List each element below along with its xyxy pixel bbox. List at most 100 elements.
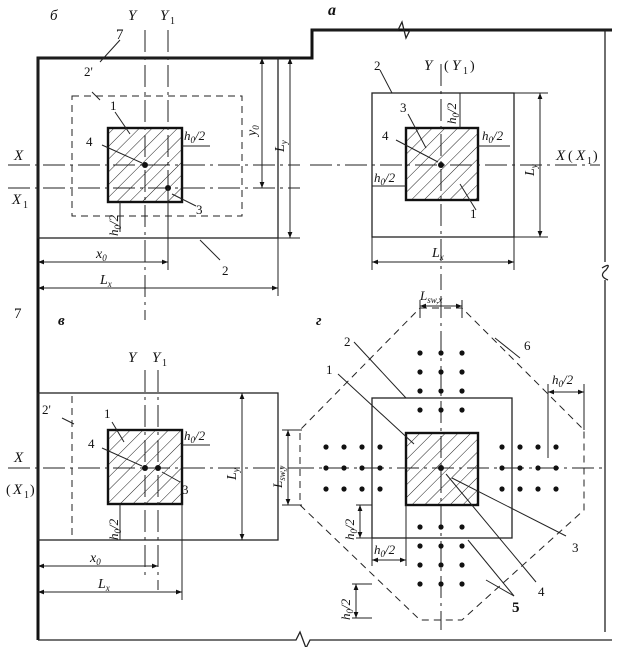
panel-v-x0-label: x0 bbox=[89, 551, 101, 567]
shear-stud bbox=[323, 444, 329, 450]
panel-v-ly-label: Ly bbox=[225, 468, 241, 481]
shear-stud bbox=[499, 444, 505, 450]
shear-stud bbox=[341, 444, 347, 450]
shear-stud bbox=[377, 465, 383, 471]
panel-g-h0-2-bottom: h0/2 bbox=[374, 542, 396, 559]
panel-g: г 2 1 6 3 4 5 Lsw,x Lsw,y h0/2 h0/2 h0/2… bbox=[270, 288, 604, 630]
callout-3-v: 3 bbox=[182, 482, 189, 497]
panel-a-h0-2-right: h0/2 bbox=[482, 128, 504, 145]
shear-stud bbox=[438, 369, 444, 375]
panel-b-lx-label: Lx bbox=[99, 273, 112, 289]
panel-v-axis-x-label: X bbox=[13, 450, 24, 466]
callout-3-a: 3 bbox=[400, 100, 407, 115]
panel-g-studs bbox=[323, 350, 559, 587]
panel-b-y0-label: y0 bbox=[245, 125, 261, 138]
callout-1-v: 1 bbox=[104, 406, 111, 421]
panel-b: б 7 2' 1 4 3 2 X X 1 Y Y 1 h0/2 h0/2 y0 … bbox=[8, 8, 300, 320]
callout-4-g: 4 bbox=[538, 584, 545, 599]
panel-v-h0-2-b: h0/2 bbox=[106, 518, 123, 540]
shear-stud bbox=[417, 388, 423, 394]
panel-b-h0-2-a: h0/2 bbox=[184, 128, 206, 145]
panel-b-point-4 bbox=[142, 162, 148, 168]
svg-text:1: 1 bbox=[587, 156, 592, 167]
svg-text:): ) bbox=[30, 483, 35, 498]
frame-top-break bbox=[312, 20, 612, 40]
svg-text:h0/2: h0/2 bbox=[106, 214, 123, 236]
svg-text:1: 1 bbox=[23, 200, 28, 211]
callout-4-b: 4 bbox=[86, 134, 93, 149]
shear-stud bbox=[323, 486, 329, 492]
panel-g-label: г bbox=[316, 313, 322, 329]
shear-stud bbox=[499, 465, 505, 471]
panel-a: а Y ( Y 1 ) 2 3 4 1 X ( X 1 ) h0/2 h0/2 … bbox=[310, 2, 600, 290]
shear-stud bbox=[438, 581, 444, 587]
panel-v-axis-y-label: Y bbox=[128, 350, 138, 366]
panel-v-point-4 bbox=[142, 465, 148, 471]
shear-stud bbox=[535, 486, 541, 492]
shear-stud bbox=[417, 524, 423, 530]
panel-b-axis-y-label: Y bbox=[128, 8, 138, 24]
shear-stud bbox=[323, 465, 329, 471]
shear-stud bbox=[459, 350, 465, 356]
panel-a-ly-label: Ly bbox=[523, 164, 539, 177]
panel-g-h0-2-lower: h0/2 bbox=[338, 598, 355, 620]
shear-stud bbox=[459, 562, 465, 568]
shear-stud bbox=[417, 350, 423, 356]
panel-g-h0-2-right: h0/2 bbox=[552, 372, 574, 389]
panel-b-ly-label: Ly bbox=[273, 140, 289, 153]
shear-stud bbox=[417, 369, 423, 375]
callout-2-b: 2 bbox=[222, 263, 229, 278]
panel-b-axis-y1-label: Y bbox=[160, 8, 170, 24]
panel-b-axis-x-label: X bbox=[13, 148, 24, 164]
shear-stud bbox=[438, 350, 444, 356]
panel-v: в 7 Y Y 1 X ( X 1 ) 2' 1 4 3 h0/2 h0/2 L… bbox=[6, 306, 300, 600]
svg-text:X: X bbox=[575, 148, 586, 164]
shear-stud bbox=[438, 524, 444, 530]
svg-text:Y: Y bbox=[452, 58, 462, 74]
shear-stud bbox=[459, 407, 465, 413]
callout-7-left: 7 bbox=[14, 306, 22, 322]
svg-text:y0: y0 bbox=[245, 125, 261, 138]
slab-edge-7 bbox=[36, 28, 612, 640]
svg-text:h0/2: h0/2 bbox=[444, 102, 461, 124]
svg-text:1: 1 bbox=[170, 16, 175, 27]
shear-stud bbox=[517, 486, 523, 492]
svg-text:(: ( bbox=[6, 483, 11, 498]
shear-stud bbox=[341, 465, 347, 471]
svg-text:Ly: Ly bbox=[225, 468, 241, 481]
shear-stud bbox=[499, 486, 505, 492]
shear-stud bbox=[553, 465, 559, 471]
callout-5-g: 5 bbox=[512, 600, 520, 616]
shear-stud bbox=[553, 486, 559, 492]
svg-text:h0/2: h0/2 bbox=[338, 598, 355, 620]
frame-right-edge bbox=[601, 30, 609, 632]
panel-b-contour-7 bbox=[37, 57, 279, 239]
panel-v-axis-x1-label: X bbox=[12, 482, 23, 498]
svg-text:): ) bbox=[470, 59, 475, 74]
panel-v-point-3 bbox=[155, 465, 161, 471]
svg-text:h0/2: h0/2 bbox=[342, 518, 359, 540]
callout-2-a: 2 bbox=[374, 58, 381, 73]
shear-stud bbox=[417, 407, 423, 413]
panel-b-label: б bbox=[50, 8, 58, 24]
callout-7-top: 7 bbox=[116, 27, 124, 43]
svg-text:Ly: Ly bbox=[523, 164, 539, 177]
panel-b-x0-label: x0 bbox=[95, 247, 107, 263]
panel-g-lswy-label: Lsw,y bbox=[270, 466, 287, 489]
callout-2p-v: 2' bbox=[42, 402, 51, 417]
shear-stud bbox=[377, 444, 383, 450]
panel-v-h0-2-a: h0/2 bbox=[184, 428, 206, 445]
frame-bottom-edge bbox=[38, 630, 612, 650]
shear-stud bbox=[459, 369, 465, 375]
panel-v-label: в bbox=[58, 313, 65, 329]
shear-stud bbox=[438, 562, 444, 568]
callout-4-a: 4 bbox=[382, 128, 389, 143]
panel-a-point bbox=[438, 162, 444, 168]
panel-g-point bbox=[438, 465, 444, 471]
svg-text:Lsw,y: Lsw,y bbox=[270, 466, 287, 489]
shear-stud bbox=[417, 562, 423, 568]
shear-stud bbox=[377, 486, 383, 492]
shear-stud bbox=[535, 465, 541, 471]
